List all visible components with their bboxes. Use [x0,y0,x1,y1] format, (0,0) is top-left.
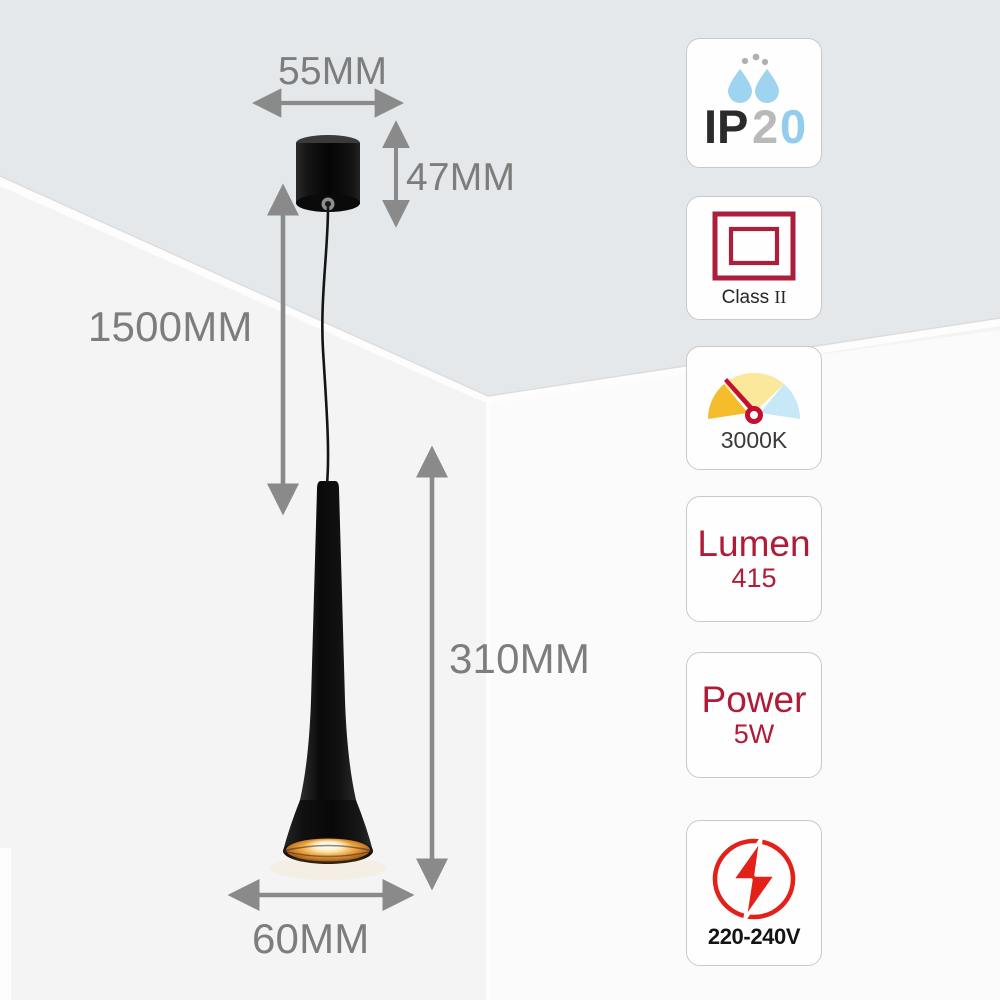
badge-input-voltage[interactable]: 220-240V [686,820,822,966]
power-value: 5W [733,718,775,749]
ceiling-line-left [0,175,489,397]
voltage-caption: 220-240V [707,924,801,949]
badge-ingress-protection[interactable]: IP 2 0 [686,38,822,168]
gauge-needle [724,377,763,424]
lightning-bolt-icon [712,837,796,921]
badge-power-consumption[interactable]: Power 5W [686,652,822,778]
lumen-title: Lumen [697,522,811,564]
ceiling-canopy [296,135,360,212]
dimension-label-suspension: 1500MM [88,303,253,350]
water-droplets-icon [728,53,779,103]
lamp-shade [283,800,373,851]
shade-aperture [282,838,374,864]
light-spill [270,856,386,880]
skirting-edge [0,848,11,1000]
double-square-icon [712,211,796,280]
suspension-cord [321,206,330,486]
badge-colour-temperature[interactable]: 3000K [686,346,822,470]
lamp-stem [300,481,356,800]
dimension-label-shade-diameter: 60MM [252,915,370,962]
badge-luminous-flux[interactable]: Lumen 415 [686,496,822,622]
cct-caption: 3000K [720,426,788,453]
power-title: Power [701,678,807,720]
wall-corner-edge [486,398,490,1000]
badge-protection-class[interactable]: Class II [686,196,822,320]
dimension-label-canopy-width: 55MM [278,50,388,93]
ip-prefix-text: IP [704,100,748,153]
ceiling-wall-edge-left [0,176,488,404]
class-caption-text: Class [721,286,770,308]
ip-digit-one-text: 2 [752,100,778,153]
ip-digit-two-text: 0 [780,100,806,153]
gauge-icon [707,372,801,424]
dimension-label-fixture-height: 310MM [449,635,591,682]
dimension-label-canopy-height: 47MM [406,156,516,199]
lumen-value: 415 [731,562,777,593]
class-caption: Class II [722,288,787,307]
class-roman-numeral: II [774,286,787,307]
